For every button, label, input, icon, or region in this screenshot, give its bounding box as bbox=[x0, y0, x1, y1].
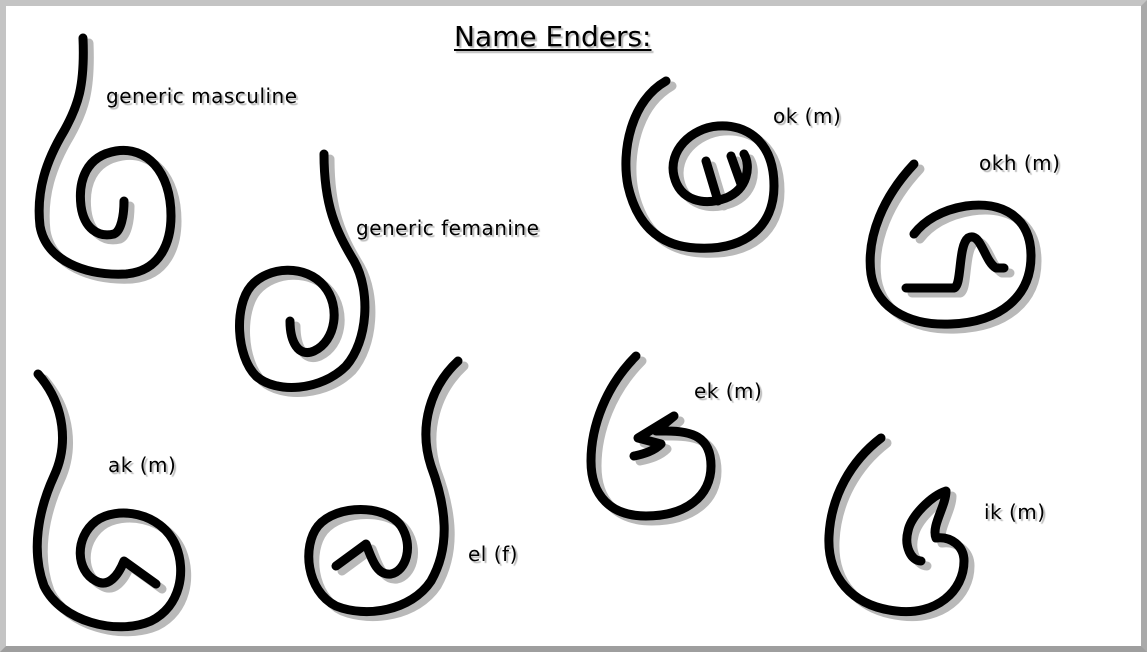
label-el: el (f) bbox=[468, 542, 518, 566]
el-glyph bbox=[309, 361, 464, 617]
label-generic-femanine: generic femanine bbox=[356, 216, 539, 240]
ik-glyph bbox=[829, 438, 970, 617]
label-ik: ik (m) bbox=[984, 500, 1046, 524]
ak-glyph bbox=[37, 374, 186, 632]
ok-glyph bbox=[626, 81, 780, 253]
generic-masculine-glyph bbox=[39, 38, 177, 279]
okh-glyph bbox=[870, 164, 1037, 329]
label-okh: okh (m) bbox=[979, 151, 1060, 175]
label-ek: ek (m) bbox=[694, 379, 762, 403]
label-generic-masculine: generic masculine bbox=[106, 84, 298, 108]
label-ak: ak (m) bbox=[108, 453, 176, 477]
generic-femanine-glyph bbox=[240, 154, 371, 392]
label-ok: ok (m) bbox=[773, 104, 841, 128]
